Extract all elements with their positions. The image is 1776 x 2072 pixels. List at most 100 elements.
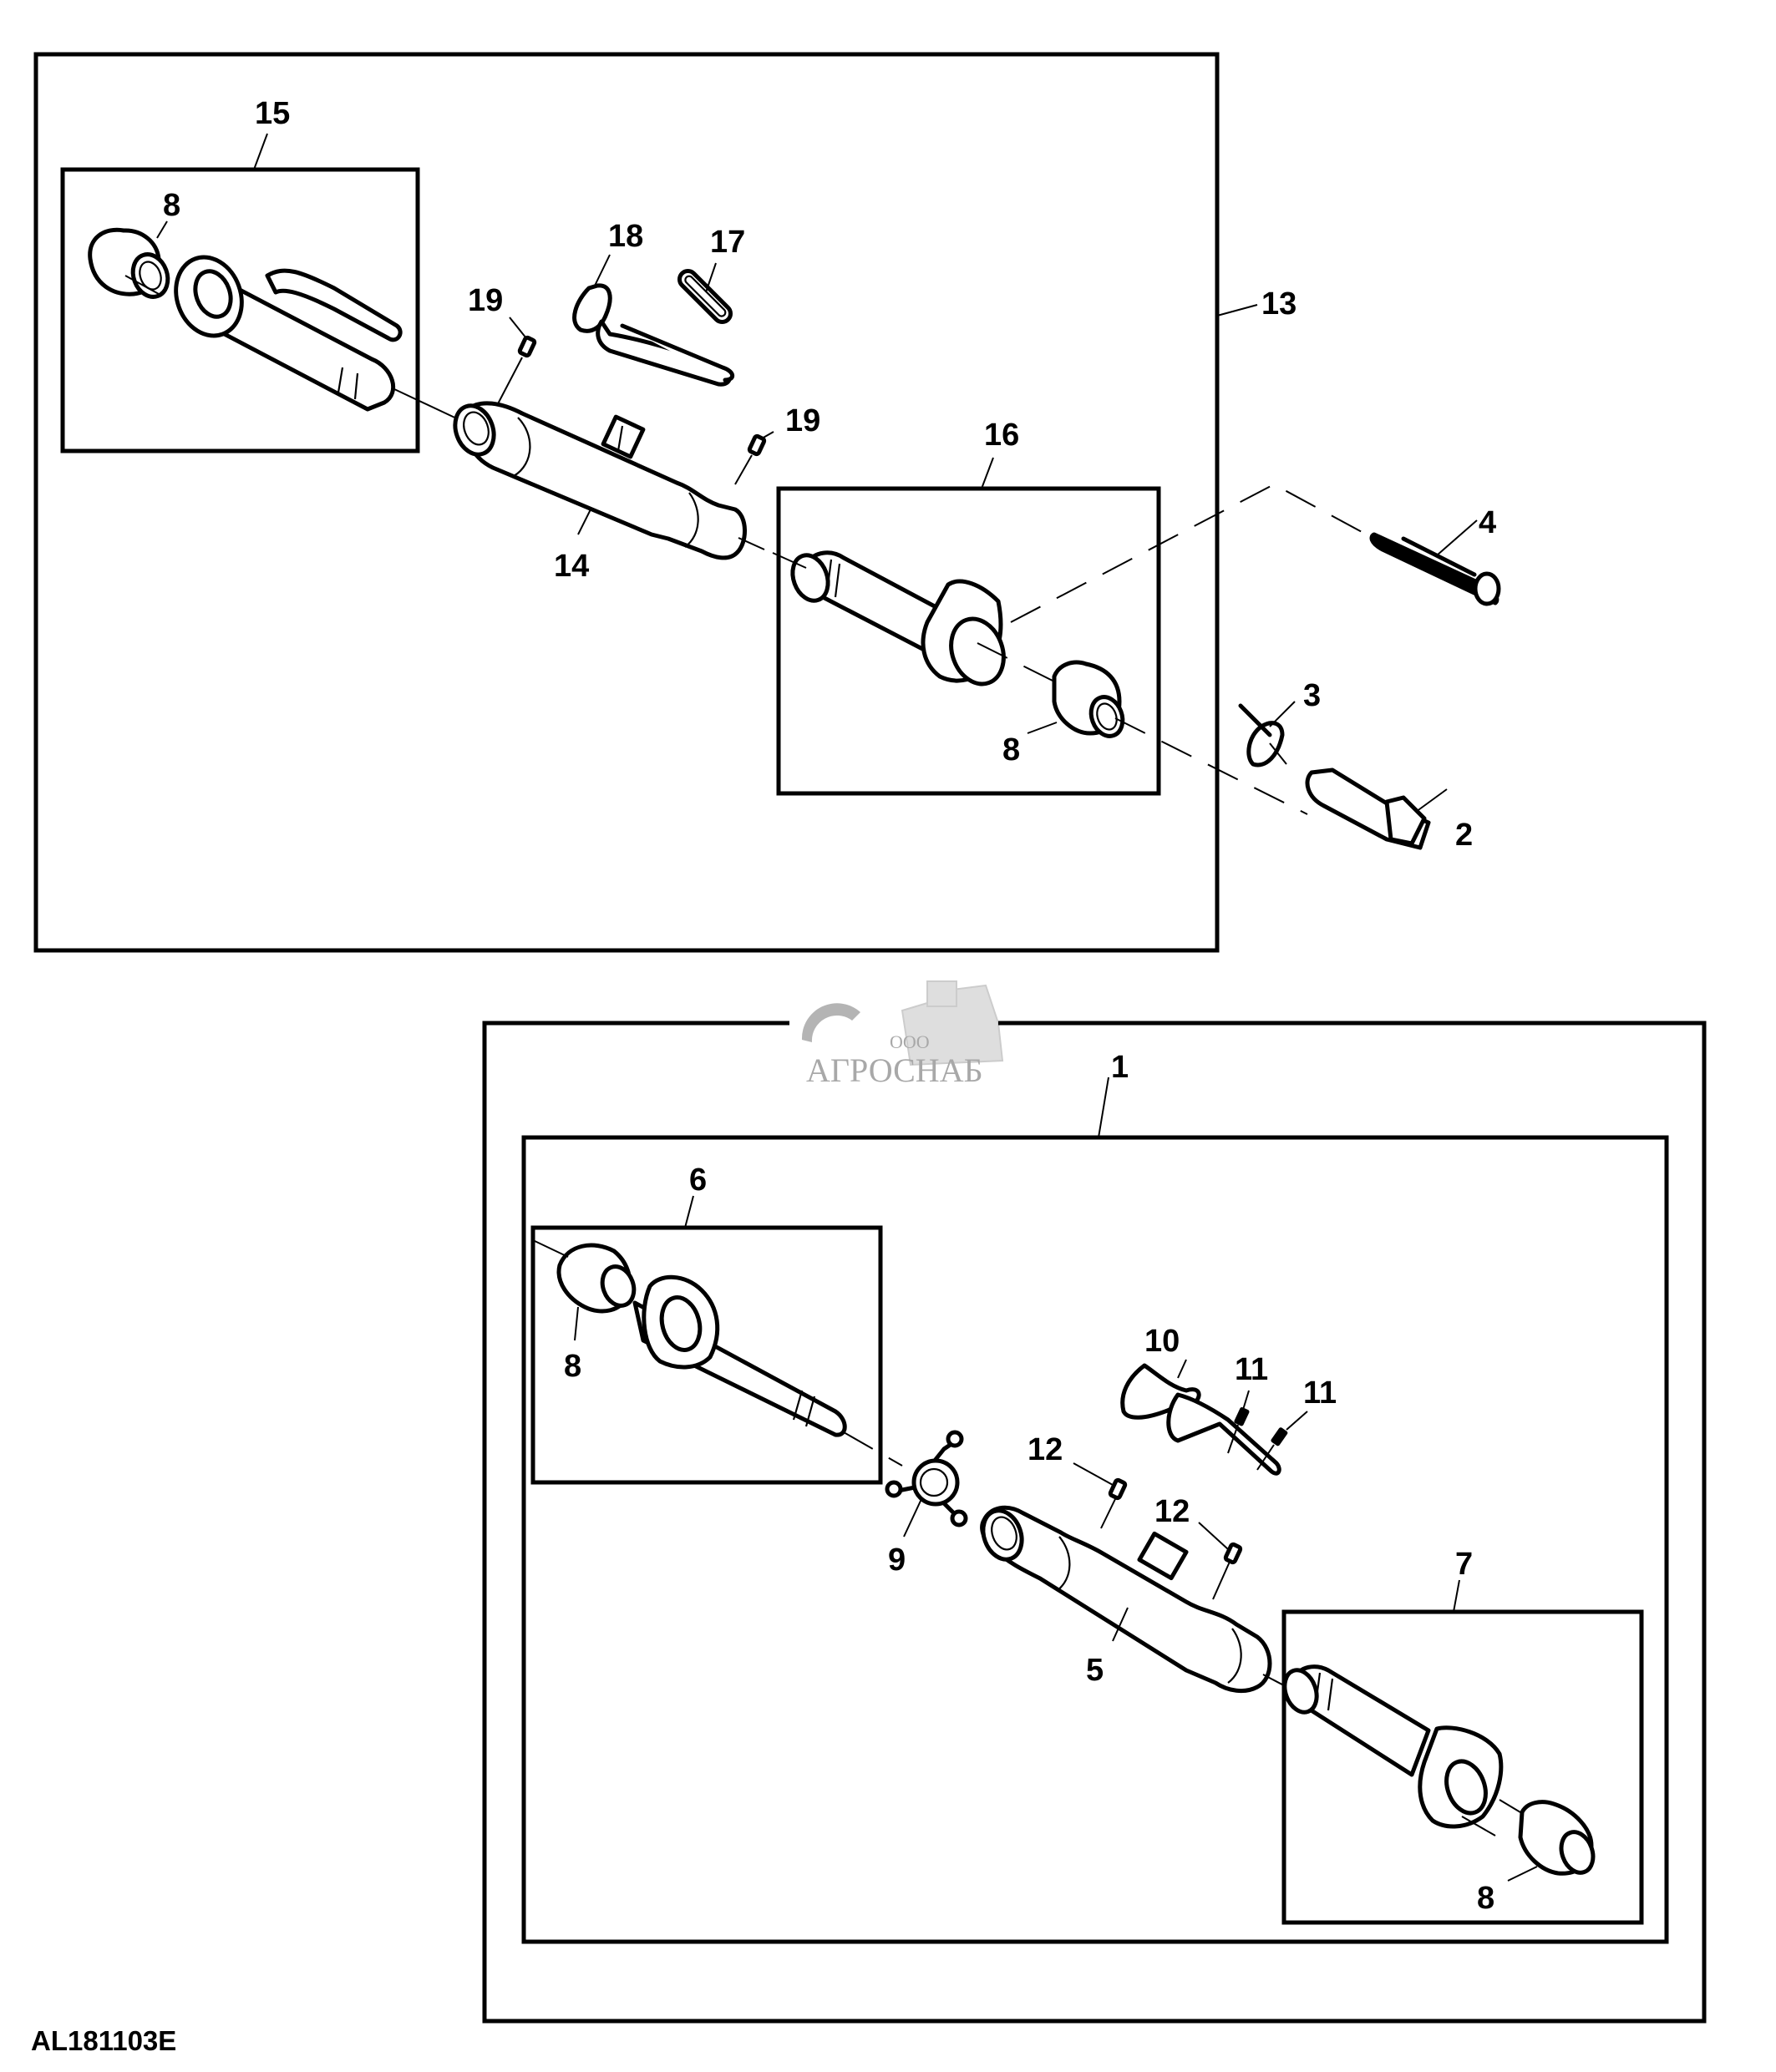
subassembly-frame-16 (776, 486, 1161, 796)
leader-8d (1507, 1866, 1538, 1882)
callout-9: 9 (888, 1543, 906, 1578)
callout-5: 5 (1086, 1653, 1104, 1688)
leader-11b (1286, 1411, 1308, 1431)
callout-14: 14 (554, 549, 589, 584)
subassembly-frame-7 (1281, 1609, 1644, 1925)
lynch-pin-icon (1238, 703, 1285, 768)
callout-19-b: 19 (785, 403, 820, 438)
leader-3b (1269, 742, 1287, 765)
leader-11b-b (1256, 1444, 1275, 1471)
leader-16 (981, 457, 994, 489)
leader-11a-b (1227, 1424, 1239, 1454)
ball-end-7-icon (1282, 1664, 1504, 1829)
ball-icon (556, 1243, 637, 1314)
callout-8-c: 8 (564, 1349, 581, 1384)
callout-7: 7 (1455, 1547, 1473, 1582)
callout-2: 2 (1455, 818, 1473, 853)
axis-line-15b (392, 388, 464, 423)
leader-12a-b (1100, 1498, 1116, 1529)
callout-16: 16 (984, 418, 1019, 453)
leader-17 (705, 262, 717, 293)
callout-12-a: 12 (1028, 1432, 1063, 1467)
alignment-line-pin-4 (1010, 483, 1375, 623)
alignment-line-pin-2 (1114, 717, 1308, 815)
leader-15 (253, 133, 268, 170)
callout-12-b: 12 (1154, 1494, 1190, 1529)
grease-fitting-icon (1223, 1542, 1243, 1565)
axis-line-15 (124, 275, 160, 295)
axis-line-6b (843, 1431, 903, 1467)
lock-clip-icon (1120, 1363, 1281, 1476)
callout-17: 17 (710, 225, 745, 260)
grease-fitting-icon (517, 335, 537, 358)
ball-end-15-icon (174, 255, 403, 412)
callout-6: 6 (689, 1163, 707, 1198)
axis-line-16 (772, 552, 807, 569)
callout-19-a: 19 (468, 283, 503, 318)
ball-end-16-icon (790, 550, 1006, 686)
watermark-logo: ООО АГРОСНАБ (801, 980, 1004, 1089)
axis-line-14 (738, 537, 765, 550)
watermark-prefix: ООО (890, 1031, 930, 1052)
callout-3: 3 (1303, 678, 1321, 713)
leader-2 (1415, 788, 1448, 813)
leader-8b (1027, 722, 1058, 734)
leader-1 (1098, 1077, 1109, 1138)
tube-icon (453, 401, 747, 560)
callout-8-d: 8 (1477, 1881, 1494, 1916)
leader-8c (574, 1306, 579, 1341)
grease-fitting-icon (1108, 1477, 1128, 1501)
assembly-frame-13 (33, 52, 1220, 953)
leader-3 (1269, 701, 1296, 727)
callout-8-b: 8 (1002, 732, 1020, 768)
leader-12a (1073, 1462, 1114, 1486)
leader-7 (1453, 1579, 1460, 1613)
leader-11a (1242, 1390, 1250, 1411)
axis-line-7b (1461, 1816, 1496, 1836)
leader-12b-b (1212, 1561, 1231, 1600)
ball-icon (88, 227, 170, 299)
star-handle-nut-icon (885, 1430, 968, 1527)
alignment-line-ball (977, 642, 1053, 681)
axis-line-6 (532, 1239, 569, 1258)
callout-1: 1 (1111, 1050, 1129, 1085)
link-icon (677, 268, 733, 325)
assembly-frame-1-outer (482, 1021, 1707, 2024)
leader-8a (156, 220, 168, 239)
assembly-frame-1-inner (521, 1135, 1669, 1944)
leader-9 (903, 1498, 922, 1538)
ball-icon (1518, 1800, 1596, 1876)
axis-line-7 (1499, 1799, 1521, 1813)
leader-19b (761, 431, 774, 439)
callout-4: 4 (1479, 505, 1496, 540)
lock-clip-icon (572, 283, 735, 387)
leader-18 (594, 254, 611, 286)
subassembly-frame-15 (60, 167, 420, 453)
leader-14 (577, 507, 592, 535)
subassembly-frame-6 (530, 1225, 883, 1485)
leader-19a (509, 317, 527, 339)
callout-15: 15 (255, 96, 290, 131)
watermark-name: АГРОСНАБ (806, 1051, 983, 1089)
tube-icon (980, 1505, 1272, 1694)
leader-10 (1177, 1359, 1187, 1379)
callout-11-a: 11 (1235, 1352, 1268, 1387)
leader-19b-b (734, 454, 753, 485)
ball-end-6-icon (632, 1274, 847, 1437)
leader-12b (1198, 1522, 1229, 1550)
callout-10: 10 (1144, 1324, 1180, 1359)
leader-4 (1436, 519, 1478, 556)
retaining-pin-icon (1369, 532, 1501, 606)
spring-pin-icon (1271, 1427, 1288, 1446)
callout-11-b: 11 (1303, 1375, 1337, 1411)
leader-5 (1112, 1607, 1129, 1642)
grease-fitting-icon (747, 433, 767, 457)
spring-pin-icon (1234, 1406, 1250, 1426)
callout-18: 18 (608, 219, 643, 254)
pin-icon (1305, 768, 1431, 850)
figure-id-label: AL181103E (31, 2025, 176, 2056)
leader-13 (1216, 304, 1258, 317)
leader-6 (684, 1195, 694, 1229)
callout-8-a: 8 (163, 188, 180, 223)
